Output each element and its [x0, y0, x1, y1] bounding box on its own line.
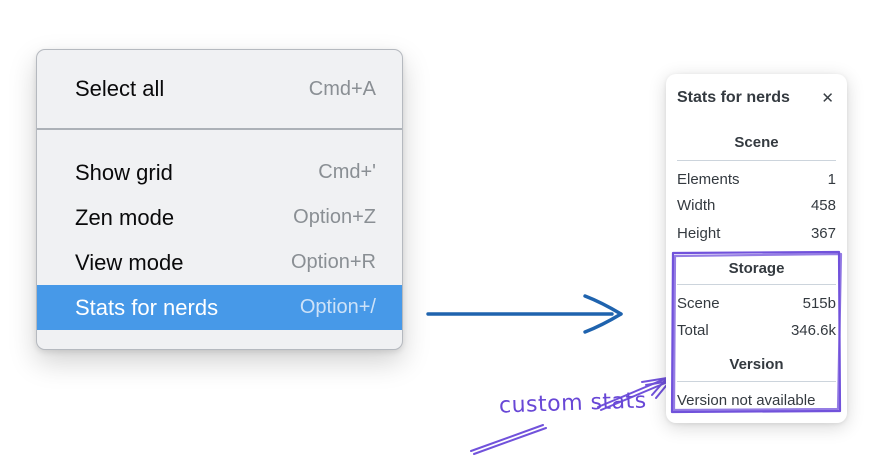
stat-label: Scene: [677, 295, 720, 312]
menu-item-shortcut: Option+R: [290, 251, 376, 273]
stat-value: 458: [810, 197, 836, 214]
menu-item-select-all[interactable]: Select all Cmd+A: [37, 50, 402, 128]
section-heading-version: Version: [729, 356, 784, 373]
section-divider: [677, 284, 836, 285]
menu-item-label: Stats for nerds: [75, 294, 219, 320]
menu-item-shortcut: Cmd+': [318, 161, 376, 183]
stat-value: 367: [810, 225, 836, 242]
close-icon[interactable]: ✕: [821, 88, 834, 107]
section-heading-scene: Scene: [734, 134, 779, 151]
menu-item-view-mode[interactable]: View mode Option+R: [37, 240, 402, 285]
section-heading-storage: Storage: [728, 260, 785, 277]
menu-divider: [37, 128, 402, 130]
annotation-label[interactable]: custom stats: [498, 388, 648, 419]
menu-item-stats-for-nerds[interactable]: Stats for nerds Option+/: [37, 285, 402, 330]
section-divider: [677, 160, 836, 161]
stat-label: Total: [677, 322, 709, 339]
stat-row-total-storage: Total 346.6k: [677, 321, 836, 341]
stats-panel: Stats for nerds ✕ Scene Elements 1 Width…: [666, 74, 847, 423]
stat-value: 346.6k: [790, 322, 836, 339]
stat-value: 1: [827, 171, 836, 188]
stat-label: Elements: [677, 171, 740, 188]
stat-row-elements: Elements 1: [677, 170, 836, 190]
stat-row-height: Height 367: [677, 224, 836, 244]
stat-value: 515b: [802, 295, 836, 312]
menu-item-label: Show grid: [75, 159, 173, 185]
stat-row-width: Width 458: [677, 196, 836, 216]
menu-item-zen-mode[interactable]: Zen mode Option+Z: [37, 195, 402, 240]
menu-item-shortcut: Cmd+A: [308, 77, 376, 100]
menu-item-label: Select all: [75, 76, 165, 101]
stats-panel-header: Stats for nerds ✕: [677, 86, 836, 110]
stats-panel-title: Stats for nerds: [677, 89, 790, 106]
annotation-box[interactable]: [669, 249, 845, 418]
pointer-arrow[interactable]: [422, 292, 628, 336]
menu-item-shortcut: Option+/: [299, 296, 376, 318]
annotation-arrow[interactable]: [420, 370, 680, 461]
stat-label: Height: [677, 225, 721, 242]
version-note: Version not available: [677, 392, 816, 409]
menu-group: Show grid Cmd+' Zen mode Option+Z View m…: [37, 130, 402, 330]
context-menu: Select all Cmd+A Show grid Cmd+' Zen mod…: [36, 49, 403, 350]
menu-item-show-grid[interactable]: Show grid Cmd+': [37, 150, 402, 195]
section-divider: [677, 381, 836, 382]
menu-item-shortcut: Option+Z: [293, 206, 376, 228]
stat-row-scene-storage: Scene 515b: [677, 294, 836, 314]
menu-item-label: View mode: [75, 249, 184, 275]
menu-item-label: Zen mode: [75, 204, 175, 230]
stat-label: Width: [677, 197, 716, 214]
